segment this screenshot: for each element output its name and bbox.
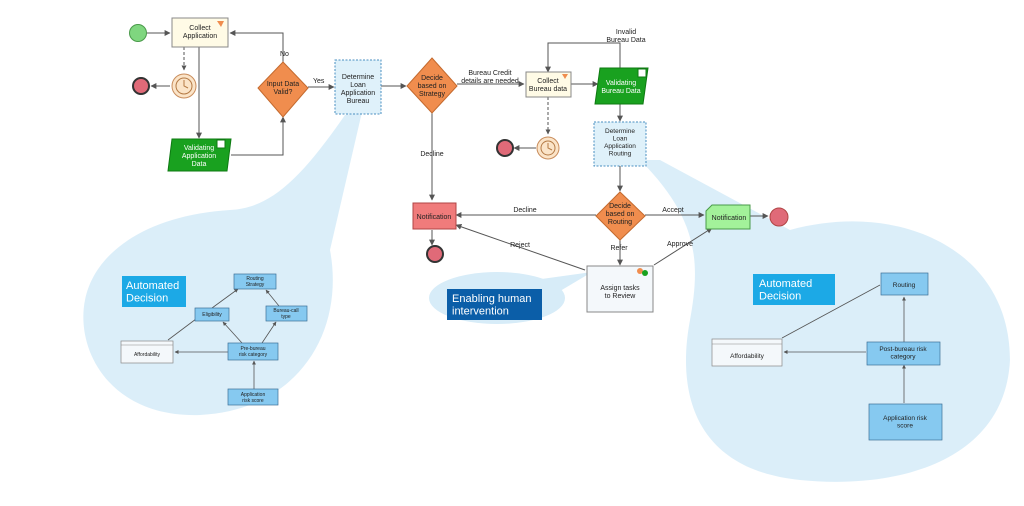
left-decision-bubble <box>83 112 362 416</box>
script-icon <box>562 74 568 79</box>
right-affordability-node[interactable]: Affordability <box>711 338 783 367</box>
timer-event-mid[interactable] <box>536 136 560 160</box>
label-reject: Reject <box>510 242 530 249</box>
notification-decline[interactable]: Notification <box>412 202 457 230</box>
label-yes: Yes <box>313 78 325 85</box>
label-accept: Accept <box>662 207 683 214</box>
svg-text:Routing: Routing <box>893 282 916 289</box>
notification-decline-label: Notification <box>417 214 452 221</box>
svg-text:Affordability: Affordability <box>730 353 765 360</box>
svg-text:Eligibility: Eligibility <box>202 312 222 318</box>
notification-accept[interactable]: Notification <box>705 204 751 230</box>
script-icon <box>217 21 224 27</box>
right-routing-node[interactable]: Routing <box>880 272 929 296</box>
start-event[interactable] <box>129 24 147 42</box>
label-approve: Approve <box>667 241 693 248</box>
clock-icon <box>175 77 193 95</box>
right-decision-bubble <box>640 160 1010 482</box>
label-decline-strategy: Decline <box>420 151 443 158</box>
document-icon <box>216 139 226 149</box>
label-no: No <box>280 51 289 58</box>
end-event-accept[interactable] <box>769 207 789 227</box>
users-icon <box>637 268 643 274</box>
clock-icon <box>540 140 556 156</box>
notification-accept-label: Notification <box>712 215 747 222</box>
right-decision-model <box>781 284 906 403</box>
document-icon <box>637 68 647 78</box>
timer-event-left[interactable] <box>171 73 197 99</box>
svg-text:Affordability: Affordability <box>134 352 161 358</box>
edges <box>147 30 769 271</box>
label-decline-routing: Decline <box>513 207 536 214</box>
end-event-decline[interactable] <box>426 245 444 263</box>
left-decision-model <box>167 288 280 389</box>
end-event-left[interactable] <box>132 77 150 95</box>
left-eligibility-node[interactable]: Eligibility <box>194 307 230 322</box>
label-refer: Refer <box>610 245 628 252</box>
left-affordability-node[interactable]: Affordability <box>120 340 174 364</box>
end-event-mid[interactable] <box>496 139 514 157</box>
